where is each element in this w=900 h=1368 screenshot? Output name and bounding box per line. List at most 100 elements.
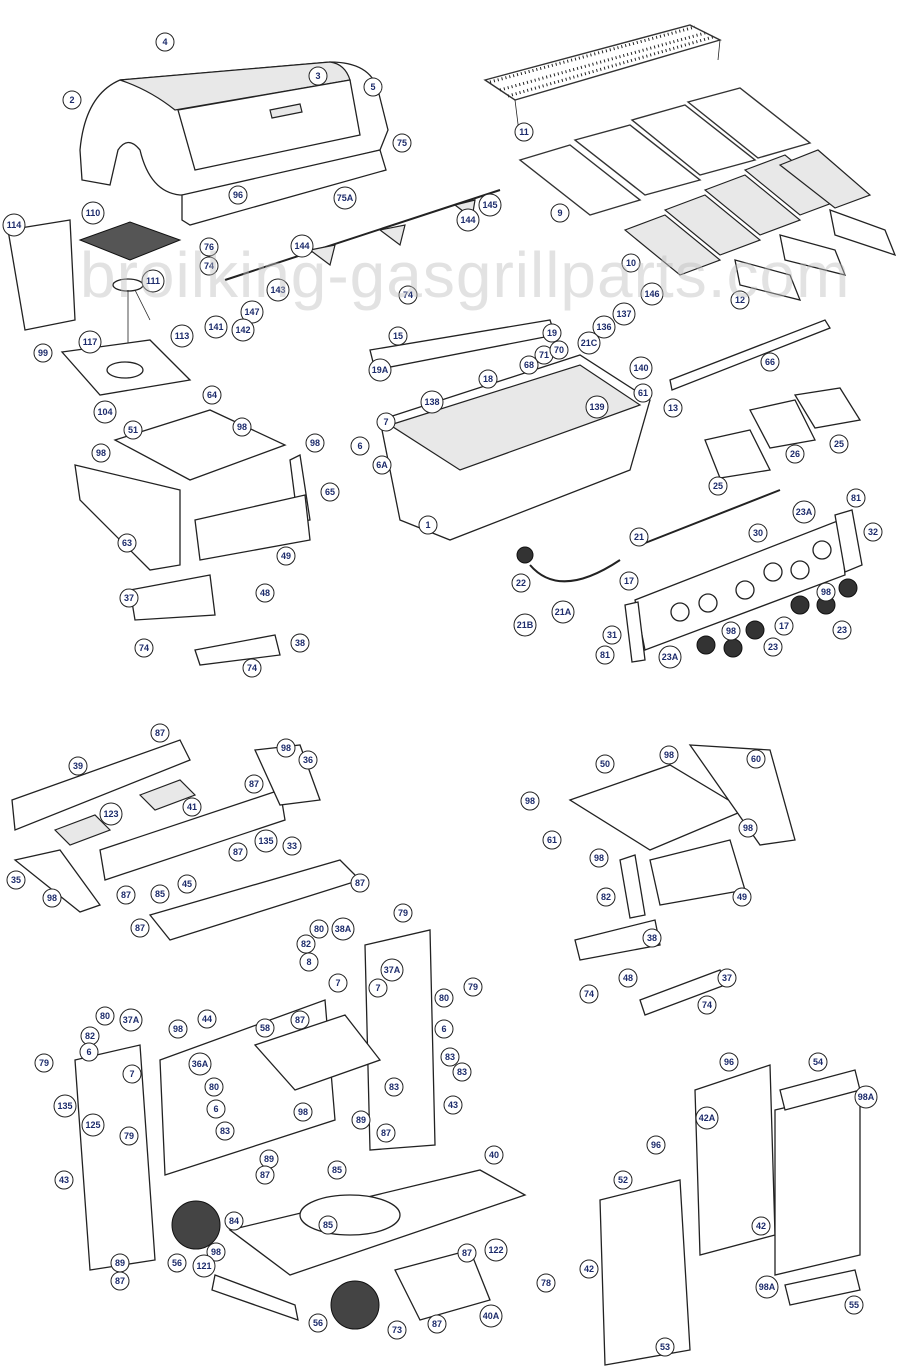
svg-text:70: 70 bbox=[554, 345, 564, 355]
part-callout-19A: 19A bbox=[368, 358, 392, 382]
part-callout-80: 80 bbox=[95, 1006, 115, 1026]
part-callout-98: 98 bbox=[276, 738, 296, 758]
part-callout-123: 123 bbox=[99, 802, 123, 826]
svg-text:66: 66 bbox=[765, 357, 775, 367]
svg-text:98: 98 bbox=[594, 853, 604, 863]
part-callout-39: 39 bbox=[68, 756, 88, 776]
svg-text:8: 8 bbox=[306, 957, 311, 967]
part-callout-141: 141 bbox=[204, 315, 228, 339]
part-callout-3: 3 bbox=[308, 66, 328, 86]
svg-text:43: 43 bbox=[448, 1100, 458, 1110]
part-callout-8: 8 bbox=[299, 952, 319, 972]
svg-text:74: 74 bbox=[247, 663, 257, 673]
part-callout-68: 68 bbox=[519, 355, 539, 375]
part-callout-21B: 21B bbox=[513, 613, 537, 637]
svg-text:74: 74 bbox=[403, 290, 413, 300]
part-callout-44: 44 bbox=[197, 1009, 217, 1029]
part-callout-64: 64 bbox=[202, 385, 222, 405]
svg-text:50: 50 bbox=[600, 759, 610, 769]
svg-text:61: 61 bbox=[547, 835, 557, 845]
part-callout-87: 87 bbox=[255, 1165, 275, 1185]
part-callout-80: 80 bbox=[309, 919, 329, 939]
part-callout-61: 61 bbox=[633, 383, 653, 403]
svg-text:87: 87 bbox=[135, 923, 145, 933]
part-callout-98: 98 bbox=[42, 888, 62, 908]
part-callout-136: 136 bbox=[592, 315, 616, 339]
part-callout-87: 87 bbox=[244, 774, 264, 794]
part-callout-36A: 36A bbox=[188, 1052, 212, 1076]
svg-text:23: 23 bbox=[837, 625, 847, 635]
side-shelf-left bbox=[74, 409, 311, 666]
part-callout-80: 80 bbox=[204, 1077, 224, 1097]
svg-text:89: 89 bbox=[356, 1115, 366, 1125]
part-callout-87: 87 bbox=[350, 873, 370, 893]
part-callout-87: 87 bbox=[427, 1314, 447, 1334]
part-callout-65: 65 bbox=[320, 482, 340, 502]
part-callout-145: 145 bbox=[478, 193, 502, 217]
svg-text:111: 111 bbox=[146, 276, 160, 286]
part-callout-25: 25 bbox=[708, 476, 728, 496]
svg-text:60: 60 bbox=[751, 754, 761, 764]
part-callout-137: 137 bbox=[612, 302, 636, 326]
svg-text:63: 63 bbox=[122, 538, 132, 548]
svg-text:110: 110 bbox=[86, 208, 101, 218]
part-callout-98A: 98A bbox=[755, 1275, 779, 1299]
part-callout-98: 98 bbox=[659, 745, 679, 765]
svg-text:38: 38 bbox=[295, 638, 305, 648]
rotisserie-spit bbox=[224, 189, 501, 281]
part-callout-45: 45 bbox=[177, 874, 197, 894]
part-callout-38A: 38A bbox=[331, 917, 355, 941]
svg-text:125: 125 bbox=[85, 1120, 100, 1130]
part-callout-49: 49 bbox=[276, 546, 296, 566]
part-callout-74: 74 bbox=[242, 658, 262, 678]
part-callout-42: 42 bbox=[579, 1259, 599, 1279]
svg-text:64: 64 bbox=[207, 390, 217, 400]
svg-text:5: 5 bbox=[370, 82, 375, 92]
part-callout-79: 79 bbox=[463, 977, 483, 997]
part-callout-52: 52 bbox=[613, 1170, 633, 1190]
svg-text:79: 79 bbox=[39, 1058, 49, 1068]
cart-frame-top bbox=[11, 739, 362, 941]
part-callout-104: 104 bbox=[93, 400, 117, 424]
part-callout-31: 31 bbox=[602, 625, 622, 645]
svg-text:87: 87 bbox=[355, 878, 365, 888]
part-callout-87: 87 bbox=[457, 1243, 477, 1263]
svg-text:87: 87 bbox=[155, 728, 165, 738]
svg-text:98A: 98A bbox=[759, 1282, 776, 1292]
svg-text:87: 87 bbox=[121, 890, 131, 900]
part-callout-79: 79 bbox=[119, 1126, 139, 1146]
svg-text:42A: 42A bbox=[699, 1113, 716, 1123]
svg-text:6: 6 bbox=[213, 1104, 218, 1114]
part-callout-85: 85 bbox=[318, 1215, 338, 1235]
part-callout-74: 74 bbox=[398, 285, 418, 305]
svg-text:15: 15 bbox=[393, 331, 403, 341]
svg-text:21B: 21B bbox=[517, 620, 534, 630]
svg-text:98: 98 bbox=[298, 1107, 308, 1117]
cooking-grates bbox=[518, 87, 812, 216]
part-callout-98: 98 bbox=[91, 443, 111, 463]
part-callout-40A: 40A bbox=[479, 1304, 503, 1328]
part-callout-110: 110 bbox=[81, 201, 105, 225]
part-callout-89: 89 bbox=[110, 1253, 130, 1273]
svg-text:113: 113 bbox=[175, 331, 190, 341]
part-callout-54: 54 bbox=[808, 1052, 828, 1072]
svg-text:122: 122 bbox=[488, 1245, 503, 1255]
part-callout-87: 87 bbox=[150, 723, 170, 743]
part-callout-63: 63 bbox=[117, 533, 137, 553]
part-callout-96: 96 bbox=[646, 1135, 666, 1155]
svg-text:144: 144 bbox=[294, 241, 309, 251]
part-callout-98A: 98A bbox=[854, 1085, 878, 1109]
part-callout-87: 87 bbox=[116, 885, 136, 905]
svg-text:52: 52 bbox=[618, 1175, 628, 1185]
svg-text:87: 87 bbox=[260, 1170, 270, 1180]
svg-text:4: 4 bbox=[162, 37, 167, 47]
svg-text:85: 85 bbox=[323, 1220, 333, 1230]
part-callout-18: 18 bbox=[478, 369, 498, 389]
svg-text:22: 22 bbox=[516, 578, 526, 588]
part-callout-139: 139 bbox=[585, 395, 609, 419]
svg-text:12: 12 bbox=[735, 295, 745, 305]
svg-text:17: 17 bbox=[779, 621, 789, 631]
svg-text:98: 98 bbox=[173, 1024, 183, 1034]
part-callout-81: 81 bbox=[595, 645, 615, 665]
